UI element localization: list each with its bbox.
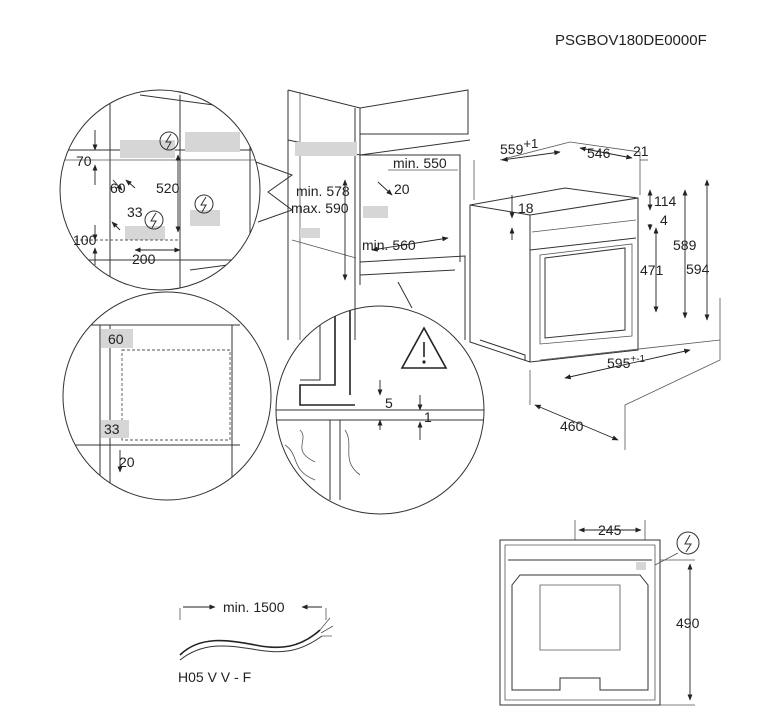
dim-200: 200	[132, 251, 156, 267]
dim-589: 589	[673, 237, 697, 253]
dim-595: 595+-1	[607, 354, 646, 371]
dim-1: 1	[424, 409, 432, 425]
electric-icon	[676, 531, 700, 555]
dim-471: 471	[640, 262, 664, 278]
electric-icon	[194, 194, 214, 214]
dim-114: 114	[654, 193, 677, 209]
dim-20: 20	[119, 454, 135, 470]
dim-594: 594	[686, 261, 710, 277]
dim-21: 21	[633, 143, 649, 159]
dim-100: 100	[73, 232, 97, 248]
electric-icon	[159, 131, 179, 151]
oven-rear-view: 245 490	[499, 520, 700, 706]
min-550: min. 550	[393, 155, 447, 171]
dim-520: 520	[156, 180, 180, 196]
dim-546: 546	[587, 145, 611, 161]
min-578: min. 578	[296, 183, 350, 199]
dim-70: 70	[76, 153, 92, 169]
dim-5: 5	[385, 395, 393, 411]
dim-60: 60	[110, 180, 126, 196]
dim-559: 559+1	[500, 136, 538, 157]
dim-33: 33	[127, 204, 143, 220]
power-cable: min. 1500 H05 V V - F	[178, 599, 334, 685]
electric-icon	[144, 210, 164, 230]
cabinet-niche: min. 550 min. 578 max. 590 20 min. 560	[287, 89, 471, 340]
oven-perspective: 559+1 546 21 18 114 4 471 589 594 595+-1…	[469, 136, 721, 450]
detail-top-circle: 70 60 520 33 100 200	[59, 89, 294, 291]
detail-floor-circle: 5 1	[275, 281, 485, 515]
dim-490: 490	[676, 615, 700, 631]
dim-4: 4	[660, 212, 668, 228]
min-560: min. 560	[362, 237, 416, 253]
dim-60: 60	[108, 331, 124, 347]
dim-245: 245	[598, 522, 622, 538]
dim-20: 20	[394, 181, 410, 197]
model-code: PSGBOV180DE0000F	[555, 32, 707, 49]
detail-bottom-circle: 60 33 20	[62, 291, 272, 501]
dim-18: 18	[518, 200, 534, 216]
dim-460: 460	[560, 418, 584, 434]
cable-type: H05 V V - F	[178, 669, 251, 685]
max-590: max. 590	[291, 200, 349, 216]
min-1500: min. 1500	[223, 599, 285, 615]
dim-33: 33	[104, 421, 120, 437]
warning-icon	[400, 326, 448, 369]
